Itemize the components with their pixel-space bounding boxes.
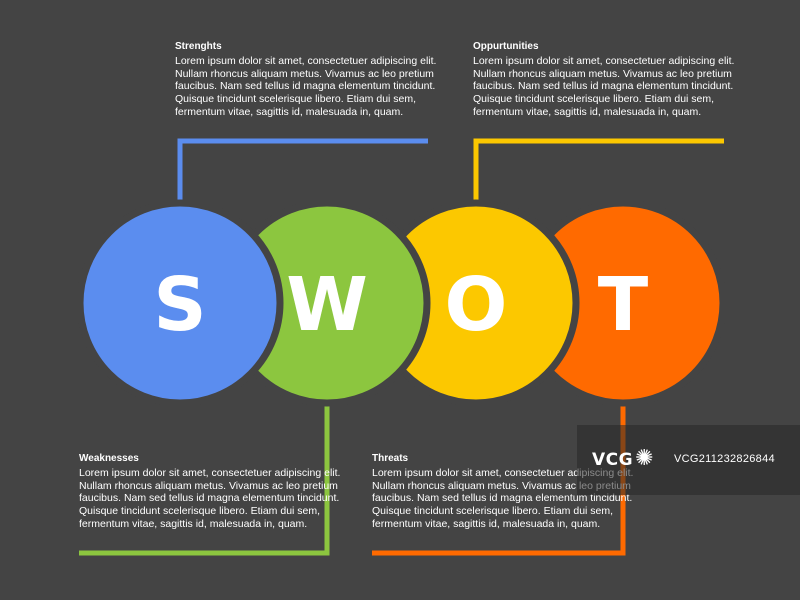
watermark-overlay [577,425,800,495]
opportunities-body: Lorem ipsum dolor sit amet, consectetuer… [473,54,735,118]
letter-t: T [598,262,649,348]
weaknesses-body: Lorem ipsum dolor sit amet, consectetuer… [79,466,341,530]
threats-text-block: Threats Lorem ipsum dolor sit amet, cons… [372,453,634,531]
threats-heading: Threats [372,453,409,464]
letter-w: W [286,262,368,348]
weaknesses-connector-line [79,400,330,556]
circle-s [76,199,284,407]
strengths-connector-line [177,138,428,203]
strengths-body: Lorem ipsum dolor sit amet, consectetuer… [175,54,437,118]
threats-body: Lorem ipsum dolor sit amet, consectetuer… [372,466,634,530]
weaknesses-heading: Weaknesses [79,453,139,464]
opportunities-connector-line [473,138,724,203]
strengths-heading: Strenghts [175,41,222,52]
watermark-logo: VCG✺ [592,446,655,471]
opportunities-text-block: Oppurtunities Lorem ipsum dolor sit amet… [473,41,735,119]
weaknesses-text-block: Weaknesses Lorem ipsum dolor sit amet, c… [79,453,341,531]
watermark-burst-icon: ✺ [635,446,655,471]
strengths-text-block: Strenghts Lorem ipsum dolor sit amet, co… [175,41,437,119]
letter-s: S [153,262,206,348]
opportunities-heading: Oppurtunities [473,41,539,52]
letter-o: O [445,262,508,348]
watermark-code: VCG211232826844 [674,453,775,465]
